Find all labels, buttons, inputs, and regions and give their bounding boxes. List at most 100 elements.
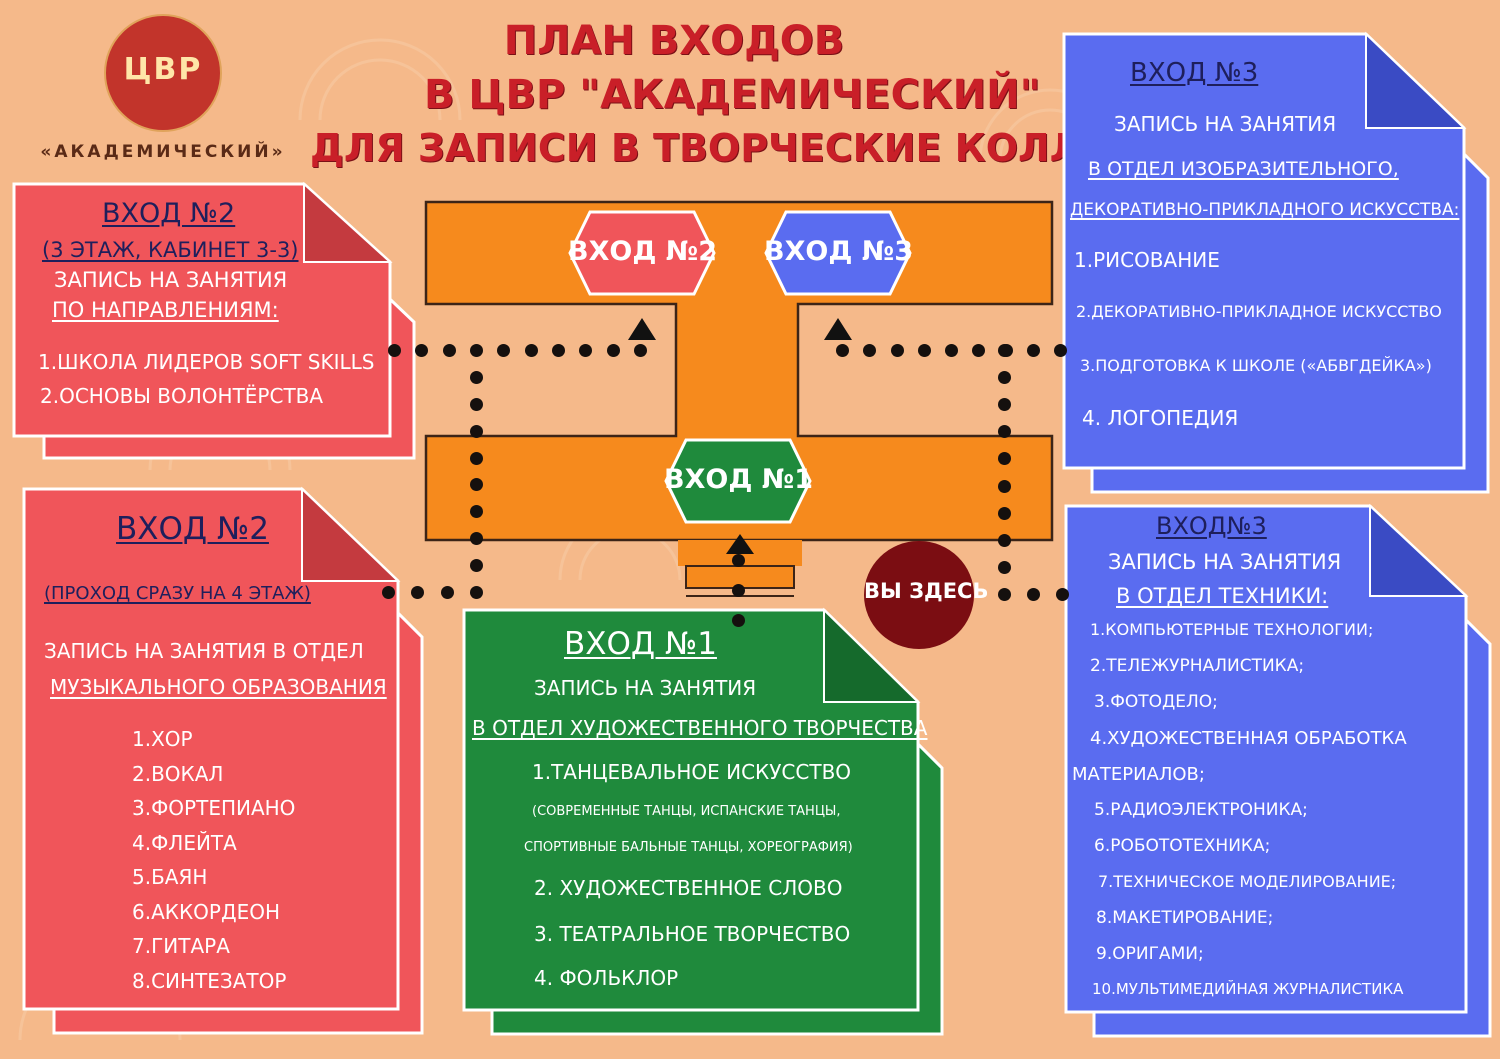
card-title: ВХОД №2 xyxy=(102,198,236,229)
card-line: ПО НАПРАВЛЕНИЯМ: xyxy=(52,298,279,322)
route-dot xyxy=(443,344,456,357)
route-dot xyxy=(470,398,483,411)
card-title: ВХОД №1 xyxy=(564,626,717,662)
route-dot xyxy=(998,452,1011,465)
card-paper-shape xyxy=(12,181,416,460)
list-item: 7.ГИТАРА xyxy=(132,934,230,958)
route-dot xyxy=(732,584,745,597)
card-line: ЗАПИСЬ НА ЗАНЯТИЯ В ОТДЕЛ xyxy=(44,639,364,663)
route-dot xyxy=(1056,588,1069,601)
list-item: 1.РИСОВАНИЕ xyxy=(1074,248,1220,272)
route-dot xyxy=(998,534,1011,547)
badge-entrance-2: ВХОД №2 xyxy=(568,210,718,296)
route-dot xyxy=(497,344,510,357)
list-item: 5.РАДИОЭЛЕКТРОНИКА; xyxy=(1094,800,1308,820)
card-line: ЗАПИСЬ НА ЗАНЯТИЯ xyxy=(1108,550,1342,574)
logo-caption: «АКАДЕМИЧЕСКИЙ» xyxy=(40,142,286,162)
page-title-line-1: ПЛАН ВХОДОВ xyxy=(503,18,845,64)
route-dot xyxy=(998,344,1011,357)
badge-label: ВХОД №3 xyxy=(764,236,914,267)
card-line: В ОТДЕЛ ХУДОЖЕСТВЕННОГО ТВОРЧЕСТВА xyxy=(472,716,928,740)
card-title: ВХОД №2 xyxy=(116,511,269,547)
list-item: 5.БАЯН xyxy=(132,865,208,889)
card-entrance-1: ВХОД №1 ЗАПИСЬ НА ЗАНЯТИЯ В ОТДЕЛ ХУДОЖЕ… xyxy=(462,607,944,1036)
route-dot xyxy=(945,344,958,357)
route-dot xyxy=(732,614,745,627)
list-item: 10.МУЛЬТИМЕДИЙНАЯ ЖУРНАЛИСТИКА xyxy=(1092,980,1404,998)
list-item: 3.ПОДГОТОВКА К ШКОЛЕ («АБВГДЕЙКА») xyxy=(1080,356,1432,375)
route-dot xyxy=(579,344,592,357)
route-dot xyxy=(836,344,849,357)
list-item: 9.ОРИГАМИ; xyxy=(1096,944,1204,964)
card-line: ДЕКОРАТИВНО-ПРИКЛАДНОГО ИСКУССТВА: xyxy=(1070,200,1460,220)
card-entrance-3-lower: ВХОД№3 ЗАПИСЬ НА ЗАНЯТИЯ В ОТДЕЛ ТЕХНИКИ… xyxy=(1064,503,1492,1038)
route-dot xyxy=(411,586,424,599)
list-item: 3.ФОРТЕПИАНО xyxy=(132,796,296,820)
card-line: В ОТДЕЛ ТЕХНИКИ: xyxy=(1116,584,1329,608)
route-dot xyxy=(552,344,565,357)
route-dot xyxy=(998,398,1011,411)
route-dot xyxy=(470,505,483,518)
card-line: ЗАПИСЬ НА ЗАНЯТИЯ xyxy=(534,676,757,700)
list-item: 4.ФЛЕЙТА xyxy=(132,831,237,855)
card-paper-shape xyxy=(462,607,944,1036)
card-entrance-2-upper: ВХОД №2 (3 ЭТАЖ, КАБИНЕТ 3-3) ЗАПИСЬ НА … xyxy=(12,181,416,460)
building-outline xyxy=(424,200,1054,597)
card-line: ЗАПИСЬ НА ЗАНЯТИЯ xyxy=(54,268,288,292)
card-entrance-2-lower: ВХОД №2 (ПРОХОД СРАЗУ НА 4 ЭТАЖ) ЗАПИСЬ … xyxy=(22,486,424,1035)
card-paper-shape xyxy=(1062,31,1490,494)
card-entrance-3-upper: ВХОД №3 ЗАПИСЬ НА ЗАНЯТИЯ В ОТДЕЛ ИЗОБРА… xyxy=(1062,31,1490,494)
route-dot xyxy=(998,371,1011,384)
route-dot xyxy=(998,561,1011,574)
list-item: 3. ТЕАТРАЛЬНОЕ ТВОРЧЕСТВО xyxy=(534,922,851,946)
route-dot xyxy=(470,478,483,491)
badge-entrance-1: ВХОД №1 xyxy=(664,438,814,524)
list-item: 7.ТЕХНИЧЕСКОЕ МОДЕЛИРОВАНИЕ; xyxy=(1098,872,1397,891)
badge-label: ВХОД №2 xyxy=(568,236,718,267)
route-dot xyxy=(863,344,876,357)
route-dot xyxy=(607,344,620,357)
list-item: 2.ТЕЛЕЖУРНАЛИСТИКА; xyxy=(1090,656,1305,676)
card-location: (3 ЭТАЖ, КАБИНЕТ 3-3) xyxy=(42,238,299,262)
route-dot xyxy=(470,532,483,545)
badge-entrance-3: ВХОД №3 xyxy=(764,210,914,296)
list-item: 2.ОСНОВЫ ВОЛОНТЁРСТВА xyxy=(40,384,324,408)
list-item: 4.ХУДОЖЕСТВЕННАЯ ОБРАБОТКА xyxy=(1090,728,1407,749)
list-item: 1.ТАНЦЕВАЛЬНОЕ ИСКУССТВО xyxy=(532,760,852,784)
list-subitem: (СОВРЕМЕННЫЕ ТАНЦЫ, ИСПАНСКИЕ ТАНЦЫ, xyxy=(532,804,841,819)
list-item: 2. ХУДОЖЕСТВЕННОЕ СЛОВО xyxy=(534,876,843,900)
route-dot xyxy=(470,344,483,357)
list-item: 8.МАКЕТИРОВАНИЕ; xyxy=(1096,908,1274,928)
route-dot xyxy=(1027,588,1040,601)
route-dot xyxy=(1054,344,1067,357)
list-item: МАТЕРИАЛОВ; xyxy=(1072,764,1205,785)
route-dot xyxy=(998,507,1011,520)
route-dot xyxy=(382,586,395,599)
route-dot xyxy=(525,344,538,357)
route-dot xyxy=(470,425,483,438)
list-item: 6.РОБОТОТЕХНИКА; xyxy=(1094,836,1271,856)
route-dot xyxy=(998,480,1011,493)
card-line: МУЗЫКАЛЬНОГО ОБРАЗОВАНИЯ xyxy=(50,675,387,699)
list-item: 1.ШКОЛА ЛИДЕРОВ SOFT SKILLS xyxy=(38,350,375,374)
route-dot xyxy=(470,559,483,572)
arrow-up-icon xyxy=(726,534,754,554)
route-dot xyxy=(388,344,401,357)
route-dot xyxy=(918,344,931,357)
route-dot xyxy=(470,586,483,599)
route-dot xyxy=(1027,344,1040,357)
list-item: 3.ФОТОДЕЛО; xyxy=(1094,692,1218,712)
logo: ЦВР xyxy=(104,14,222,132)
route-dot xyxy=(441,586,454,599)
route-dot xyxy=(732,554,745,567)
card-line: В ОТДЕЛ ИЗОБРАЗИТЕЛЬНОГО, xyxy=(1088,158,1399,180)
list-item: 6.АККОРДЕОН xyxy=(132,900,281,924)
route-dot xyxy=(972,344,985,357)
route-dot xyxy=(470,452,483,465)
card-note: (ПРОХОД СРАЗУ НА 4 ЭТАЖ) xyxy=(44,583,311,604)
route-dot xyxy=(634,344,647,357)
card-line: ЗАПИСЬ НА ЗАНЯТИЯ xyxy=(1114,112,1337,136)
badge-label: ВХОД №1 xyxy=(664,464,814,495)
page-title-line-2: В ЦВР "АКАДЕМИЧЕСКИЙ" xyxy=(424,72,1041,118)
list-item: 1.ХОР xyxy=(132,727,193,751)
